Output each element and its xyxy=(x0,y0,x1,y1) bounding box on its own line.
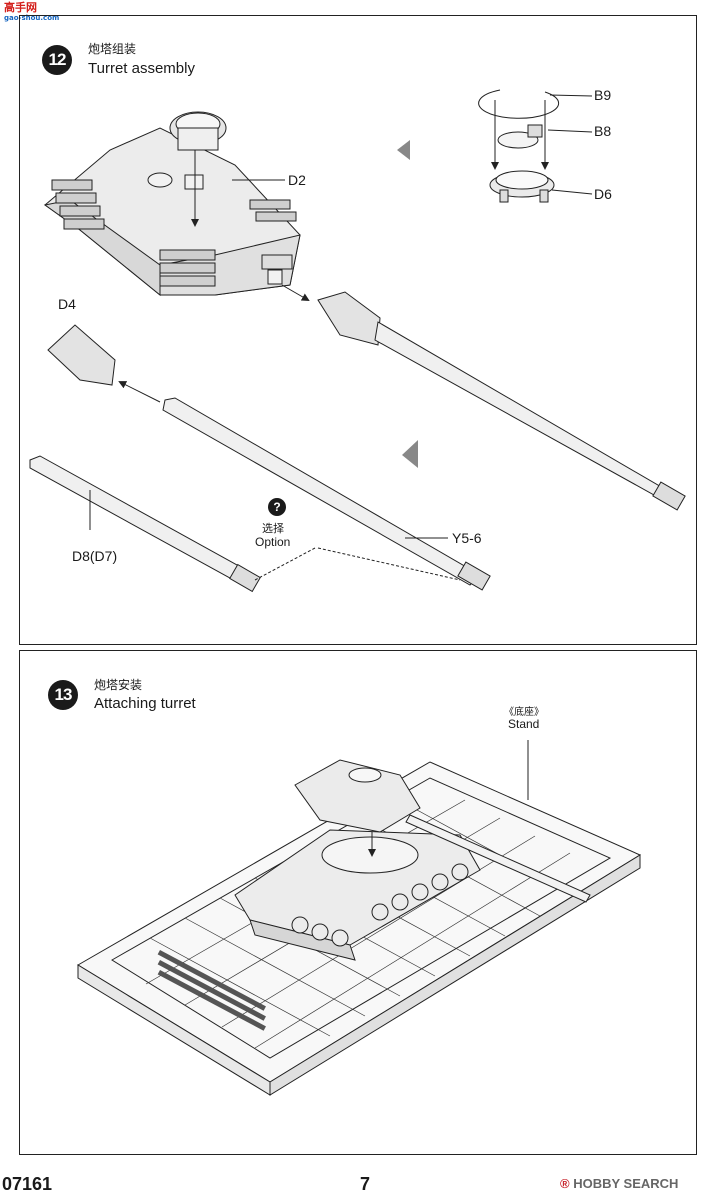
step-13-badge: 13 xyxy=(48,680,78,710)
watermark-name: 高手网 xyxy=(4,1,37,14)
barrel-long xyxy=(317,291,686,511)
step-13-panel xyxy=(19,650,697,1155)
step-12-title-en: Turret assembly xyxy=(88,60,195,77)
turret-drawing xyxy=(43,111,301,297)
option-label-cn: 选择 xyxy=(262,523,284,535)
part-label-b8: B8 xyxy=(594,123,612,139)
step-13-title-cn: 炮塔安装 xyxy=(94,678,143,692)
step-12-badge: 12 xyxy=(42,45,72,75)
part-label-y5-6: Y5-6 xyxy=(452,530,482,546)
tank-turret xyxy=(294,759,591,903)
kit-number: 07161 xyxy=(2,1174,53,1194)
option-label-en: Option xyxy=(255,535,291,549)
step-13-title-en: Attaching turret xyxy=(94,695,196,712)
stand-label-en: Stand xyxy=(508,717,540,731)
part-label-d6: D6 xyxy=(594,186,612,202)
muzzle-brake-d4 xyxy=(47,324,116,386)
step-12-panel xyxy=(19,15,697,645)
part-label-d4: D4 xyxy=(58,296,76,312)
part-label-b9: B9 xyxy=(594,87,612,103)
tank-hull xyxy=(234,829,481,961)
watermark-url: gao-shou.com xyxy=(4,14,60,22)
watermark-reg-mark: ® xyxy=(560,1176,570,1191)
watermark-logo: 高手网 gao-shou.com xyxy=(4,2,59,24)
page-number: 7 xyxy=(360,1174,371,1194)
part-label-d2: D2 xyxy=(288,172,306,188)
watermark-hobbysearch: ® HOBBY SEARCH xyxy=(560,1176,678,1191)
part-label-d8-d7: D8(D7) xyxy=(72,548,118,564)
watermark-hobbysearch-text: HOBBY SEARCH xyxy=(573,1176,679,1191)
option-question-icon: ? xyxy=(268,498,286,516)
stand-label-cn: 《底座》 xyxy=(504,707,544,718)
step-12-title-cn: 炮塔组装 xyxy=(88,42,137,56)
